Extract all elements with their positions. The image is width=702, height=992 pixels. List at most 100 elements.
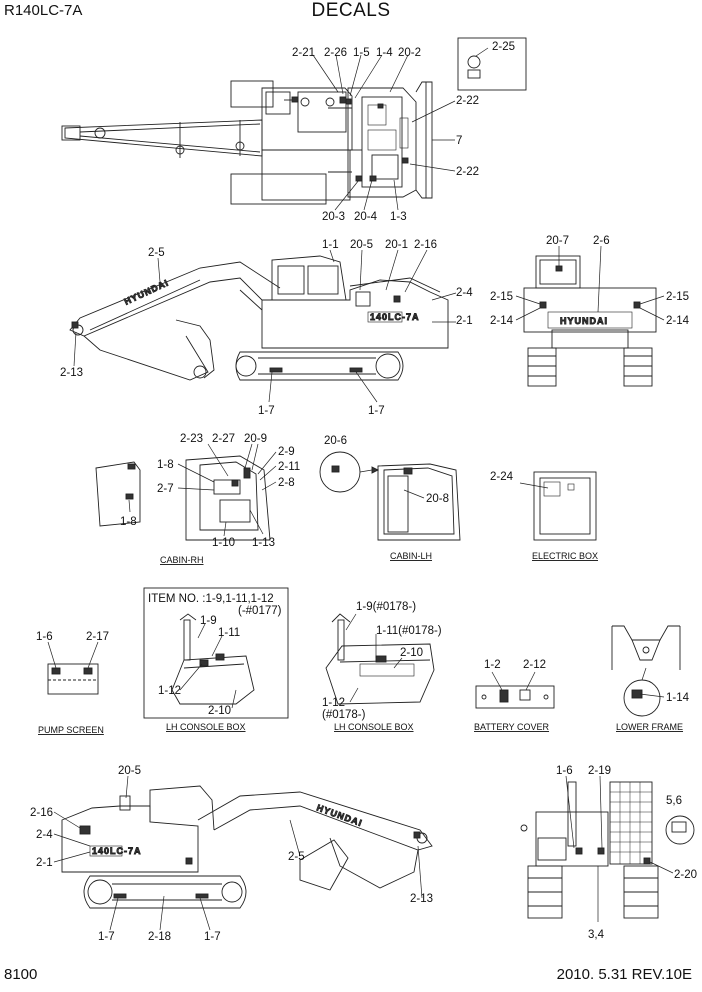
side-view-left: 140LC-7A HYUNDAI — [53, 775, 433, 931]
callout-label: 1-3 — [390, 211, 407, 223]
callout-label: 1-4 — [376, 47, 393, 59]
callout-label: 20-4 — [354, 211, 378, 223]
caption-cabin-rh: CABIN-RH — [160, 555, 204, 565]
callout-label: (#0178-) — [322, 709, 366, 721]
callout-label: 2-10 — [208, 705, 231, 717]
side-view-right: 140LC-7A HYUNDAI — [69, 249, 457, 403]
callout-label: 2-15 — [490, 291, 513, 303]
callout-label: 1-9(#0178-) — [356, 601, 416, 613]
caption-lh-console-a: LH CONSOLE BOX — [166, 722, 246, 732]
callout-label: 2-16 — [30, 807, 53, 819]
item-note-range: (-#0177) — [238, 605, 282, 617]
callout-label: 5,6 — [666, 795, 682, 807]
callout-label: 2-12 — [523, 659, 546, 671]
callout-label: 2-10 — [400, 647, 423, 659]
item-note: ITEM NO. :1-9,1-11,1-12 — [148, 593, 274, 605]
callout-label: 20-3 — [322, 211, 345, 223]
cabin-lh-view — [319, 451, 461, 541]
callout-label: 20-2 — [398, 47, 421, 59]
callout-label: 2-22 — [456, 95, 479, 107]
callout-label: 2-13 — [410, 893, 433, 905]
callout-label: 3,4 — [588, 929, 605, 941]
callout-label: 2-19 — [588, 765, 611, 777]
revision-date: 2010. 5.31 REV.10E — [556, 966, 692, 983]
boom-brand-mark-left: HYUNDAI — [315, 802, 364, 828]
callout-label: 2-7 — [157, 483, 174, 495]
callout-label: 2-14 — [666, 315, 690, 327]
callout-label: 20-6 — [324, 435, 347, 447]
callout-label: 2-4 — [456, 287, 473, 299]
callout-label: 2-9 — [278, 446, 295, 458]
caption-lower-frame: LOWER FRAME — [616, 722, 683, 732]
callout-label: 1-7 — [258, 405, 275, 417]
callout-label: 2-8 — [278, 477, 295, 489]
callout-label: 7 — [456, 135, 462, 147]
counterweight-brand-mark: HYUNDAI — [560, 316, 608, 326]
callout-label: 2-1 — [456, 315, 473, 327]
callout-label: 2-27 — [212, 433, 235, 445]
caption-pump-screen: PUMP SCREEN — [38, 725, 104, 735]
callout-label: 1-9 — [200, 615, 217, 627]
callout-label: 2-13 — [60, 367, 83, 379]
battery-cover-view — [475, 671, 555, 709]
callout-label: 2-11 — [278, 461, 300, 473]
callout-label: 2-5 — [148, 247, 165, 259]
callout-label: 2-16 — [414, 239, 437, 251]
callout-label: 1-7 — [368, 405, 385, 417]
callout-label: 2-18 — [148, 931, 171, 943]
cabin-rh-view — [95, 443, 277, 541]
callout-label: 1-11(#0178-) — [376, 625, 442, 637]
callout-label: 20-1 — [385, 239, 408, 251]
callout-label: 2-1 — [36, 857, 53, 869]
callout-label: 1-7 — [98, 931, 115, 943]
callout-label: 2-25 — [492, 41, 515, 53]
callout-label: 1-12 — [158, 685, 181, 697]
callout-label: 2-22 — [456, 166, 479, 178]
side-model-mark: 140LC-7A — [370, 312, 420, 322]
callout-label: 2-20 — [674, 869, 697, 881]
callout-label: 20-9 — [244, 433, 267, 445]
callout-label: 20-5 — [118, 765, 141, 777]
callout-label: 1-12 — [322, 697, 345, 709]
model-number: R140LC-7A — [4, 2, 83, 19]
lower-frame-view — [611, 625, 681, 717]
callout-label: 20-8 — [426, 493, 449, 505]
rear-view: HYUNDAI — [515, 245, 665, 387]
callout-label: 2-15 — [666, 291, 689, 303]
callout-label: 2-24 — [490, 471, 514, 483]
top-view — [61, 37, 527, 211]
callout-label: 1-11 — [218, 627, 240, 639]
callout-label: 1-7 — [204, 931, 221, 943]
callout-label: 1-13 — [252, 537, 275, 549]
rear-detail-view — [520, 775, 695, 922]
callout-label: 20-7 — [546, 235, 569, 247]
callout-label: 20-5 — [350, 239, 373, 251]
callout-label: 2-23 — [180, 433, 203, 445]
lh-console-a-view — [143, 587, 289, 719]
electric-box-view — [519, 471, 597, 541]
callout-label: 1-8 — [157, 459, 174, 471]
callout-label: 1-14 — [666, 692, 690, 704]
callout-label: 1-6 — [556, 765, 573, 777]
callout-label: 1-8 — [120, 516, 137, 528]
callout-label: 2-5 — [288, 851, 305, 863]
caption-electric-box: ELECTRIC BOX — [532, 551, 598, 561]
callout-label: 1-6 — [36, 631, 53, 643]
pump-screen-view — [47, 641, 99, 695]
page-title: DECALS — [311, 0, 391, 21]
caption-lh-console-b: LH CONSOLE BOX — [334, 722, 414, 732]
callout-label: 1-1 — [322, 239, 339, 251]
callout-label: 2-17 — [86, 631, 109, 643]
caption-battery-cover: BATTERY COVER — [474, 722, 550, 732]
page-number: 8100 — [4, 966, 38, 983]
callout-label: 2-26 — [324, 47, 347, 59]
callout-label: 2-6 — [593, 235, 610, 247]
callout-label: 1-5 — [353, 47, 370, 59]
callout-label: 2-4 — [36, 829, 53, 841]
callout-label: 2-14 — [490, 315, 514, 327]
callout-label: 1-2 — [484, 659, 501, 671]
callout-label: 2-21 — [292, 47, 315, 59]
lh-console-b-view — [325, 613, 435, 705]
callout-label: 1-10 — [212, 537, 235, 549]
